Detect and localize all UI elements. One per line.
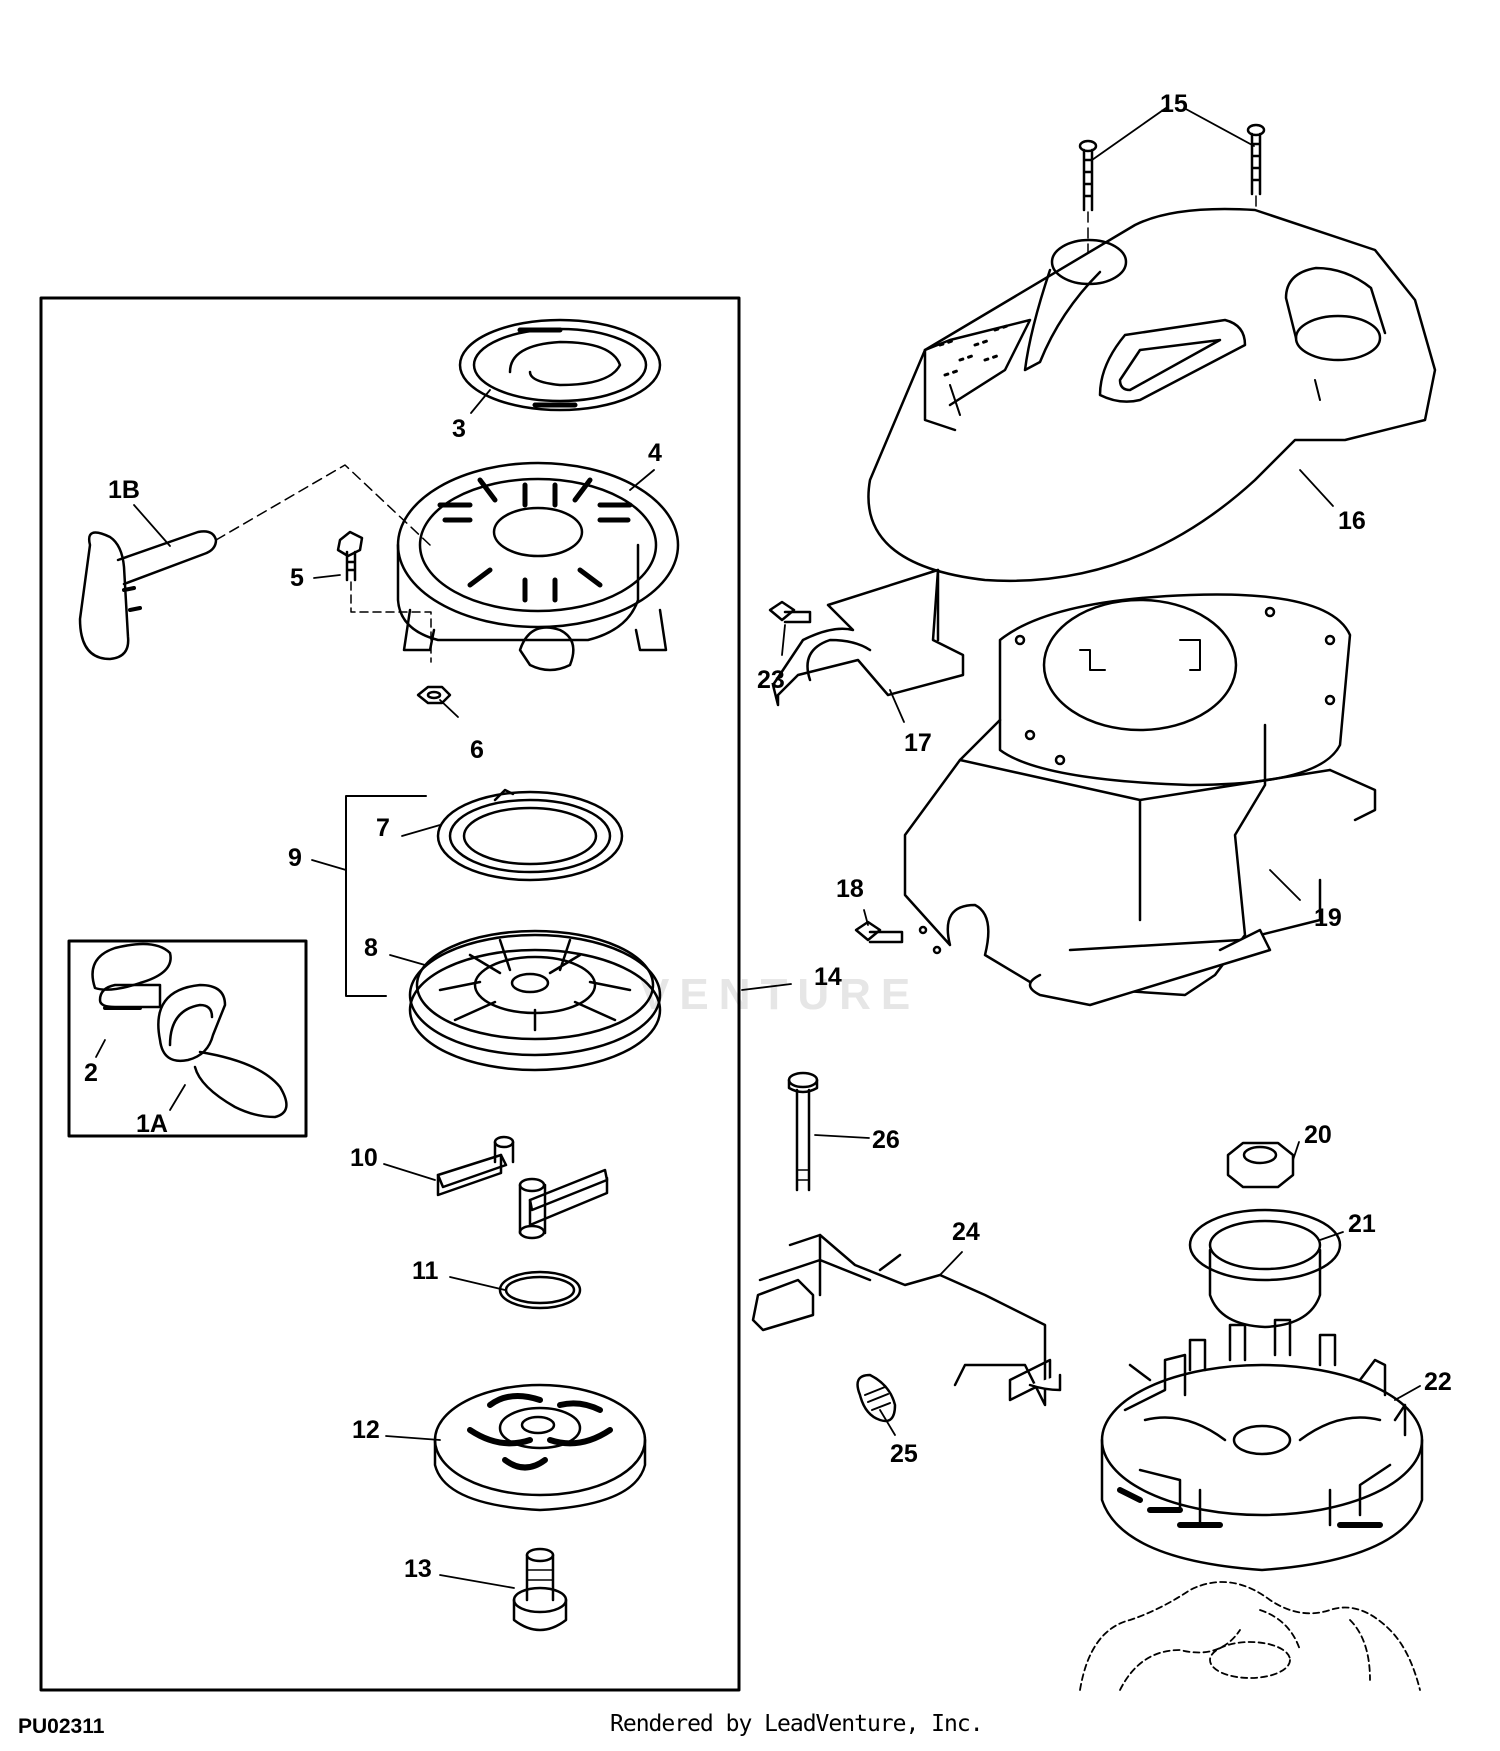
part-10-pawls [436, 1135, 609, 1240]
callout-2: 2 [84, 1059, 98, 1087]
part-20-nut [1226, 1141, 1295, 1189]
callout-19: 19 [1314, 904, 1342, 932]
engine-block-fragment [1079, 1581, 1421, 1691]
callout-22: 22 [1424, 1368, 1452, 1396]
part-18-bolt [854, 920, 904, 944]
part-5-bolt [336, 530, 364, 582]
callout-16: 16 [1338, 507, 1366, 535]
part-26-bolt [787, 1071, 819, 1192]
callout-3: 3 [452, 415, 466, 443]
part-15-screws [1078, 123, 1266, 212]
part-4-starter-housing [396, 461, 680, 672]
part-8-pulley [408, 929, 662, 1072]
callout-26: 26 [872, 1126, 900, 1154]
callout-1B: 1B [108, 476, 140, 504]
part-19-blower-housing [903, 593, 1377, 1007]
part-17-shield [771, 568, 965, 707]
part-1B-starter-handle [78, 530, 218, 661]
callout-14: 14 [814, 963, 842, 991]
callout-4: 4 [648, 439, 662, 467]
part-12-retainer [433, 1383, 647, 1512]
callout-5: 5 [290, 564, 304, 592]
callout-8: 8 [364, 934, 378, 962]
rope-dash-line [215, 464, 431, 546]
callout-24: 24 [952, 1218, 980, 1246]
leader-lines [95, 107, 1421, 1589]
part-1A-handle [157, 983, 288, 1119]
callout-10: 10 [350, 1144, 378, 1172]
callout-21: 21 [1348, 1210, 1376, 1238]
part-22-flywheel [1100, 1318, 1424, 1572]
part-25-spring [856, 1373, 897, 1423]
group-9-bracket [345, 795, 427, 997]
part-6-nut [416, 685, 452, 705]
part-21-starter-cup [1188, 1208, 1342, 1329]
callout-6: 6 [470, 736, 484, 764]
bolt-dash-line [350, 581, 432, 663]
figure-code: PU02311 [18, 1715, 105, 1738]
callout-23: 23 [757, 666, 785, 694]
callout-25: 25 [890, 1440, 918, 1468]
part-13-shoulder-screw [512, 1547, 568, 1632]
callout-1A: 1A [136, 1110, 168, 1138]
watermark-text: VENTURE [640, 970, 921, 1019]
starter-assembly-frame [39, 296, 741, 1692]
callout-17: 17 [904, 729, 932, 757]
callout-9: 9 [288, 844, 302, 872]
handle-inset-frame [67, 939, 308, 1138]
callout-11: 11 [412, 1257, 439, 1285]
part-7-recoil-spring [436, 788, 624, 882]
render-credit: Rendered by LeadVenture, Inc. [610, 1711, 984, 1737]
callout-13: 13 [404, 1555, 432, 1583]
callout-20: 20 [1304, 1121, 1332, 1149]
part-3-spring-coil [458, 318, 662, 412]
part-24-brake-lever [751, 1233, 1062, 1407]
callout-18: 18 [836, 875, 864, 903]
part-16-blower-cover [867, 207, 1437, 582]
part-2-handle-insert [91, 942, 172, 1010]
part-23-bolt [768, 600, 812, 624]
callout-15: 15 [1160, 90, 1188, 118]
callout-7: 7 [376, 814, 390, 842]
part-11-retaining-ring [498, 1270, 582, 1310]
callout-12: 12 [352, 1416, 380, 1444]
